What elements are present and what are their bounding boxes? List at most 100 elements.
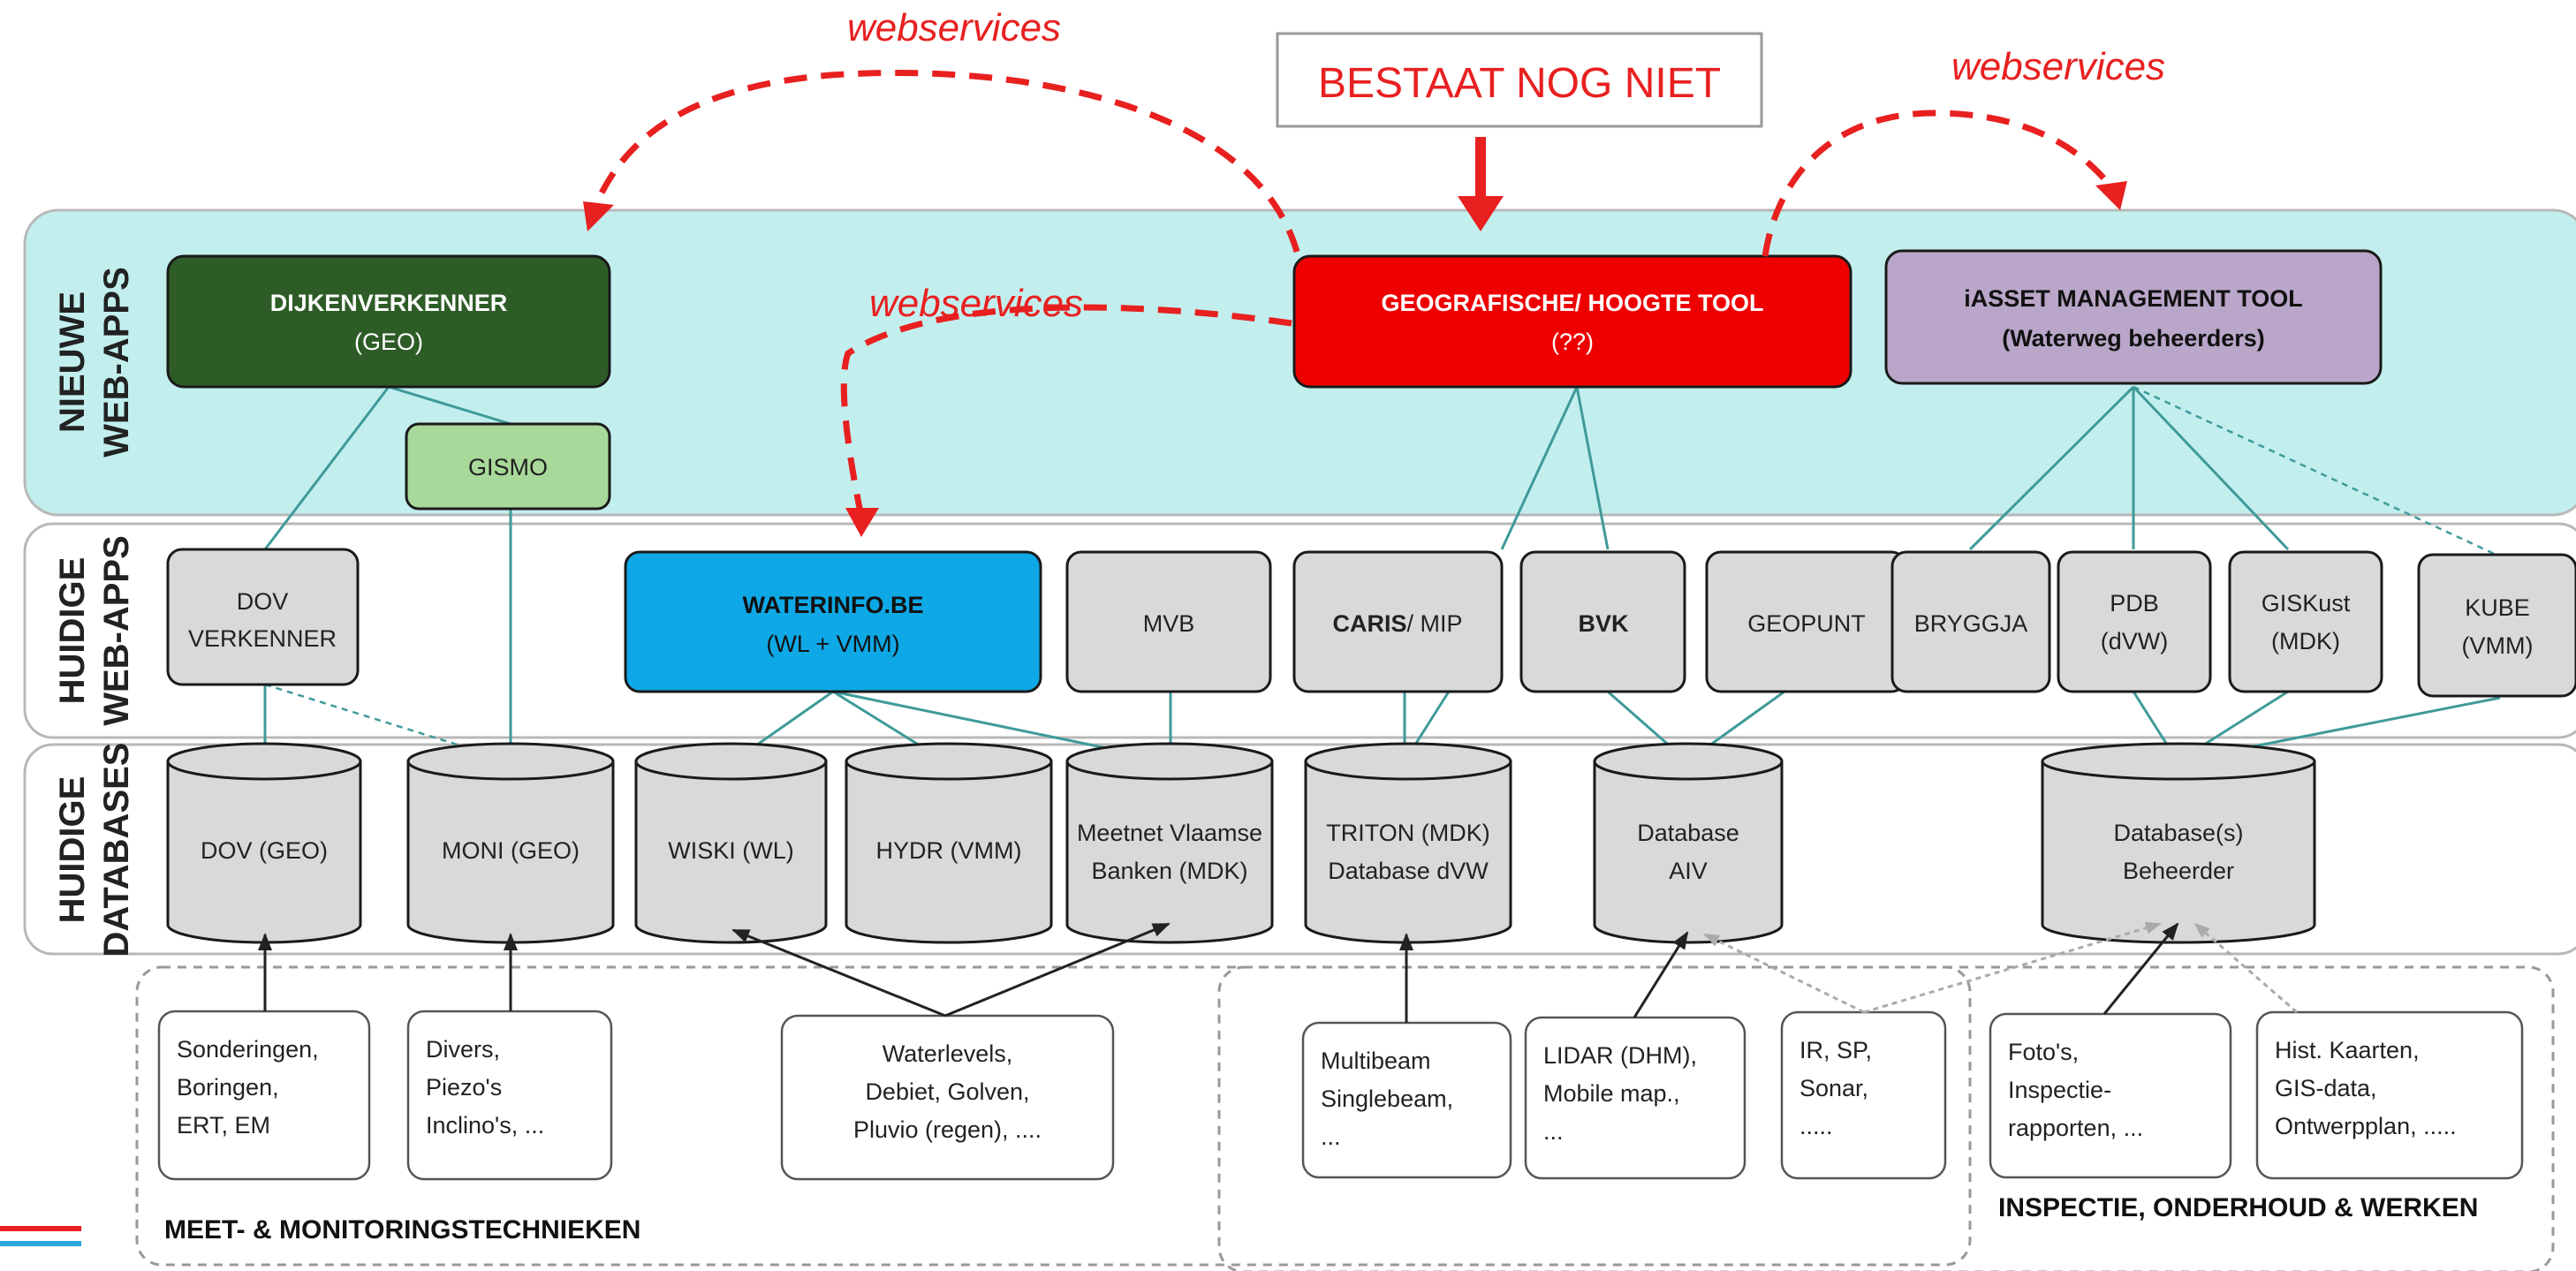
database-hydr[interactable]: HYDR (VMM) (845, 742, 1053, 944)
geopunt-label: GEOPUNT (1747, 610, 1866, 637)
banner-text: BESTAAT NOG NIET (1318, 60, 1721, 107)
new-app-gismo[interactable]: GISMO (405, 422, 611, 511)
webservices-label-2: webservices (869, 282, 1083, 325)
database-moni-line1: MONI (GEO) (442, 837, 580, 864)
source-ir-line: IR, SP, (1799, 1037, 1872, 1063)
database-moni[interactable]: MONI (GEO) (406, 742, 615, 944)
source-multibeam-line: Singlebeam, (1321, 1086, 1453, 1112)
source-waterlevels-line: Debiet, Golven, (865, 1078, 1029, 1105)
source-hist[interactable]: Hist. Kaarten,GIS-data,Ontwerpplan, ....… (2255, 1010, 2524, 1180)
database-beheerder-line2: Beheerder (2123, 858, 2234, 884)
giskust-line2: (MDK) (2271, 628, 2340, 654)
banner-bestaat-nog-niet: BESTAAT NOG NIET (1276, 32, 1763, 231)
source-sonderingen[interactable]: Sonderingen, Boringen, ERT, EM (157, 1010, 371, 1181)
database-wiski-line1: WISKI (WL) (668, 837, 794, 864)
group-meet-border (135, 965, 1972, 1267)
database-wiski[interactable]: WISKI (WL) (634, 742, 828, 944)
app-dov-verkenner[interactable]: DOV VERKENNER (166, 548, 360, 686)
source-lidar-line: ... (1543, 1118, 1564, 1145)
source-hist-line: Hist. Kaarten, (2275, 1037, 2420, 1063)
giskust-line1: GISKust (2262, 590, 2351, 617)
source-sonderingen-line: ERT, EM (177, 1112, 270, 1139)
source-lidar-line: LIDAR (DHM), (1543, 1042, 1697, 1069)
kube-line2: (VMM) (2462, 632, 2534, 659)
source-arrows (258, 921, 2298, 1023)
source-ir[interactable]: IR, SP,Sonar,..... (1780, 1010, 1947, 1180)
caris-label: CARIS/ MIP (1332, 610, 1462, 637)
gismo-title: GISMO (468, 454, 548, 480)
pdb-line1: PDB (2110, 590, 2159, 617)
source-sonderingen-line: Boringen, (177, 1074, 279, 1101)
source-ir-line: ..... (1799, 1113, 1833, 1139)
new-app-dijkenverkenner[interactable]: DIJKENVERKENNER (GEO) (166, 254, 611, 389)
database-triton-line1: TRITON (MDK) (1326, 820, 1489, 846)
database-hydr-line1: HYDR (VMM) (876, 837, 1022, 864)
app-caris-mip[interactable]: CARIS/ MIP (1292, 550, 1504, 693)
source-hist-line: Ontwerpplan, ..... (2275, 1113, 2457, 1139)
lane-label-nieuwe-line2: WEB-APPS (97, 267, 136, 458)
source-fotos-line: Inspectie- (2008, 1077, 2111, 1103)
database-meetnet-line2: Banken (MDK) (1091, 858, 1247, 884)
source-fotos-line: rapporten, ... (2008, 1115, 2143, 1141)
app-bvk[interactable]: BVK (1519, 550, 1686, 693)
database-triton-line2: Database dVW (1328, 858, 1489, 884)
source-waterlevels[interactable]: Waterlevels,Debiet, Golven,Pluvio (regen… (780, 1014, 1115, 1181)
databases: DOV (GEO) MONI (GEO) WISKI (WL) HYDR (VMM) M… (166, 742, 2316, 944)
waterinfo-line1: WATERINFO.BE (743, 592, 924, 618)
app-waterinfo[interactable]: WATERINFO.BE (WL + VMM) (624, 550, 1042, 693)
app-kube[interactable]: KUBE (VMM) (2417, 553, 2576, 698)
database-dov-line1: DOV (GEO) (201, 837, 328, 864)
database-meetnet-line1: Meetnet Vlaamse (1077, 820, 1262, 846)
lane-label-huidige-db-line1: HUIDIGE (53, 776, 92, 924)
geografische-title: GEOGRAFISCHE/ HOOGTE TOOL (1381, 290, 1763, 316)
group-label-meet: MEET- & MONITORINGSTECHNIEKEN (164, 1215, 640, 1245)
new-app-geografische-hoogte-tool[interactable]: GEOGRAFISCHE/ HOOGTE TOOL (??) (1292, 254, 1852, 389)
source-divers-line: Inclino's, ... (426, 1112, 544, 1139)
source-multibeam[interactable]: MultibeamSinglebeam,... (1301, 1021, 1512, 1179)
source-lidar-line: Mobile map., (1543, 1080, 1680, 1107)
group-inspectie-border (1217, 965, 2555, 1271)
app-giskust[interactable]: GISKust (MDK) (2228, 550, 2383, 693)
webservices-label-3: webservices (1951, 45, 2165, 88)
geografische-subtitle: (??) (1551, 329, 1594, 355)
sources: Sonderingen, Boringen, ERT, EM Divers, Piezo… (157, 1010, 2524, 1181)
app-bryggja[interactable]: BRYGGJA (1890, 550, 2051, 693)
database-beheerder-line1: Database(s) (2113, 820, 2243, 846)
lane-label-huidige-apps-line1: HUIDIGE (53, 557, 92, 705)
app-geopunt[interactable]: GEOPUNT (1705, 550, 1907, 693)
lane-label-huidige-db-line2: DATABASES (97, 743, 136, 957)
iasset-title: iASSET MANAGEMENT TOOL (1964, 285, 2303, 312)
source-multibeam-line: Multibeam (1321, 1048, 1431, 1074)
source-multibeam-line: ... (1321, 1123, 1341, 1150)
ws-arrowhead-1 (583, 201, 614, 231)
dijkenverkenner-title: DIJKENVERKENNER (270, 290, 508, 316)
caris-bold: CARIS (1332, 610, 1406, 637)
group-label-inspectie: INSPECTIE, ONDERHOUD & WERKEN (1998, 1193, 2478, 1222)
source-fotos-line: Foto's, (2008, 1039, 2079, 1065)
database-aiv-line1: Database (1637, 820, 1739, 846)
bryggja-label: BRYGGJA (1914, 610, 2028, 637)
source-divers-line: Piezo's (426, 1074, 502, 1101)
source-divers-line: Divers, (426, 1036, 500, 1063)
pdb-line2: (dVW) (2101, 628, 2169, 654)
source-lidar[interactable]: LIDAR (DHM), Mobile map.,... (1524, 1016, 1746, 1180)
database-aiv-line2: AIV (1669, 858, 1708, 884)
source-divers[interactable]: Divers, Piezo'sInclino's, ... (406, 1010, 613, 1181)
ws-arrowhead-2 (845, 508, 879, 537)
source-sonderingen-line: Sonderingen, (177, 1036, 319, 1063)
database-triton[interactable]: TRITON (MDK) Database dVW (1304, 742, 1512, 944)
app-pdb[interactable]: PDB (dVW) (2057, 550, 2212, 693)
new-app-iasset-management-tool[interactable]: iASSET MANAGEMENT TOOL (Waterweg beheerd… (1884, 249, 2383, 385)
database-beheerder[interactable]: Database(s) Beheerder (2041, 742, 2316, 944)
source-fotos[interactable]: Foto's, Inspectie-rapporten, ... (1989, 1012, 2232, 1179)
logo-stripes-icon (0, 1226, 81, 1246)
database-dov[interactable]: DOV (GEO) (166, 742, 362, 944)
webservices-label-1: webservices (847, 6, 1061, 49)
iasset-subtitle: (Waterweg beheerders) (2002, 325, 2265, 352)
dov-verkenner-line1: DOV (237, 588, 289, 615)
app-mvb[interactable]: MVB (1065, 550, 1272, 693)
dijkenverkenner-subtitle: (GEO) (354, 329, 423, 355)
